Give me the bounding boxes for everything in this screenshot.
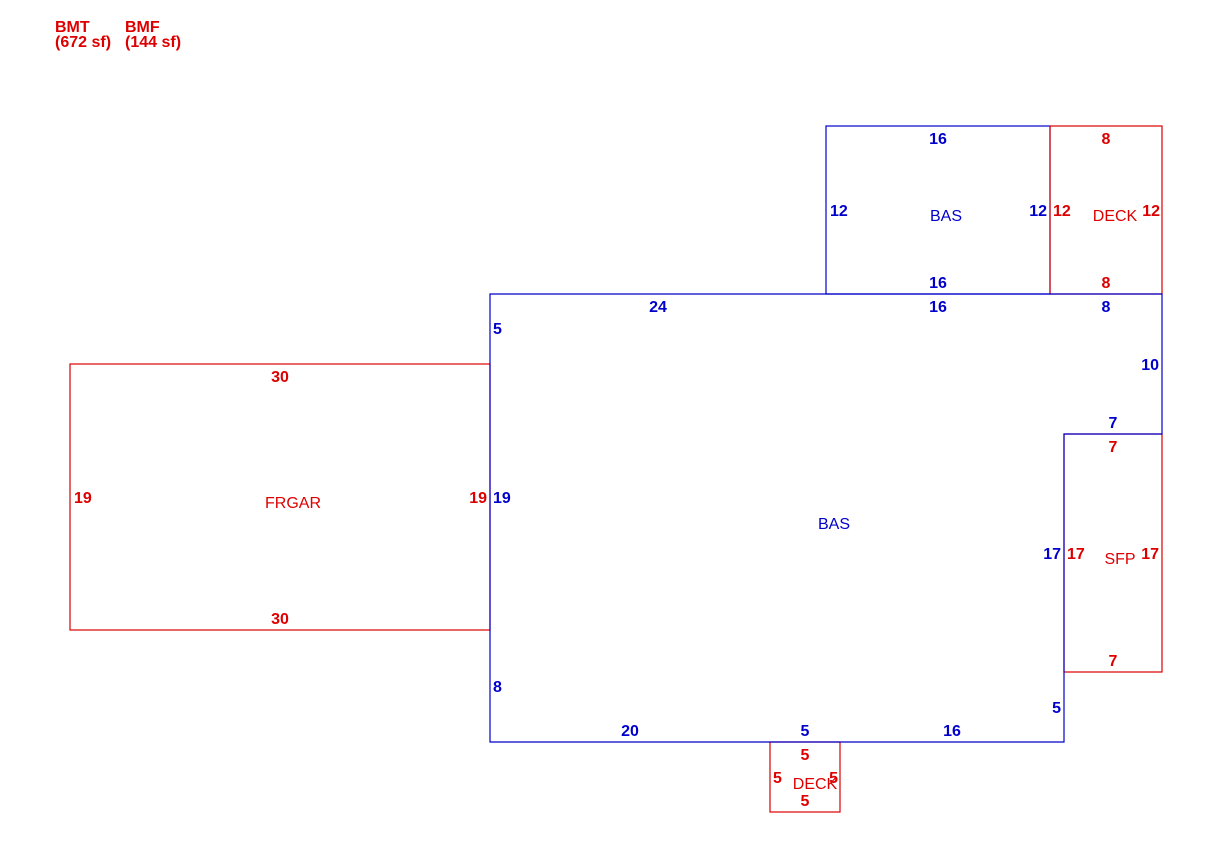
bas-main-dim-left-bottom: 8 — [493, 679, 502, 696]
bas-upper-label: BAS — [930, 208, 962, 225]
deck-upper-dim-right: 12 — [1142, 203, 1160, 220]
bas-main-dim-bottom-right: 16 — [943, 723, 961, 740]
frgar-dim-bottom: 30 — [271, 611, 289, 628]
frgar-dim-right: 19 — [469, 490, 487, 507]
bas-upper-dim-bottom: 16 — [929, 275, 947, 292]
bas-main-dim-bottom-left: 20 — [621, 723, 639, 740]
frgar-section: FRGAR 30 30 19 19 — [69, 363, 491, 631]
frgar-dim-left: 19 — [74, 490, 92, 507]
frgar-label: FRGAR — [265, 495, 321, 512]
bas-main-dim-left-mid: 19 — [493, 490, 511, 507]
sfp-dim-left: 17 — [1067, 546, 1085, 563]
bas-main-dim-top-right: 8 — [1102, 299, 1111, 316]
bas-main-label: BAS — [818, 516, 850, 533]
deck-upper-dim-bottom: 8 — [1102, 275, 1111, 292]
deck-lower-dim-left: 5 — [773, 770, 782, 787]
bas-main-outline — [489, 293, 1163, 743]
deck-lower-dim-right: 5 — [829, 770, 838, 787]
legend-bmf-code: BMF — [125, 19, 160, 36]
bas-main-dim-right-bottom: 5 — [1052, 700, 1061, 717]
bas-main-dim-right-upper: 10 — [1141, 357, 1159, 374]
sfp-section: SFP 7 7 17 17 — [1063, 433, 1163, 673]
deck-upper-label: DECK — [1093, 208, 1138, 225]
bas-main-dim-right-lower: 17 — [1043, 546, 1061, 563]
sfp-dim-right: 17 — [1141, 546, 1159, 563]
legend-bmf-area: (144 sf) — [125, 34, 181, 51]
legend-bmt-area: (672 sf) — [55, 34, 111, 51]
sfp-dim-top: 7 — [1109, 439, 1118, 456]
bas-main-dim-step-top: 7 — [1109, 415, 1118, 432]
deck-lower-dim-top: 5 — [801, 747, 810, 764]
bas-main-dim-left-top: 5 — [493, 321, 502, 338]
deck-lower-section: DECK 5 5 5 5 — [769, 741, 841, 813]
sfp-label: SFP — [1104, 551, 1135, 568]
bas-upper-dim-right: 12 — [1029, 203, 1047, 220]
deck-upper-dim-left: 12 — [1053, 203, 1071, 220]
sfp-dim-bottom: 7 — [1109, 653, 1118, 670]
bas-upper-dim-left: 12 — [830, 203, 848, 220]
deck-upper-section: DECK 8 8 12 12 — [1049, 125, 1163, 295]
deck-upper-dim-top: 8 — [1102, 131, 1111, 148]
bas-upper-section: BAS 16 16 12 12 — [825, 125, 1051, 295]
bas-main-section: BAS 24 16 8 10 7 17 5 16 5 20 8 19 5 — [489, 293, 1163, 743]
deck-lower-dim-bottom: 5 — [801, 793, 810, 810]
legend-bmt-code: BMT — [55, 19, 90, 36]
legend: BMT (672 sf) BMF (144 sf) — [55, 19, 181, 51]
frgar-dim-top: 30 — [271, 369, 289, 386]
bas-main-dim-bottom-mid: 5 — [801, 723, 810, 740]
bas-main-dim-top-mid: 16 — [929, 299, 947, 316]
bas-main-dim-top-left: 24 — [649, 299, 667, 316]
deck-lower-label: DECK — [793, 776, 838, 793]
bas-upper-dim-top: 16 — [929, 131, 947, 148]
